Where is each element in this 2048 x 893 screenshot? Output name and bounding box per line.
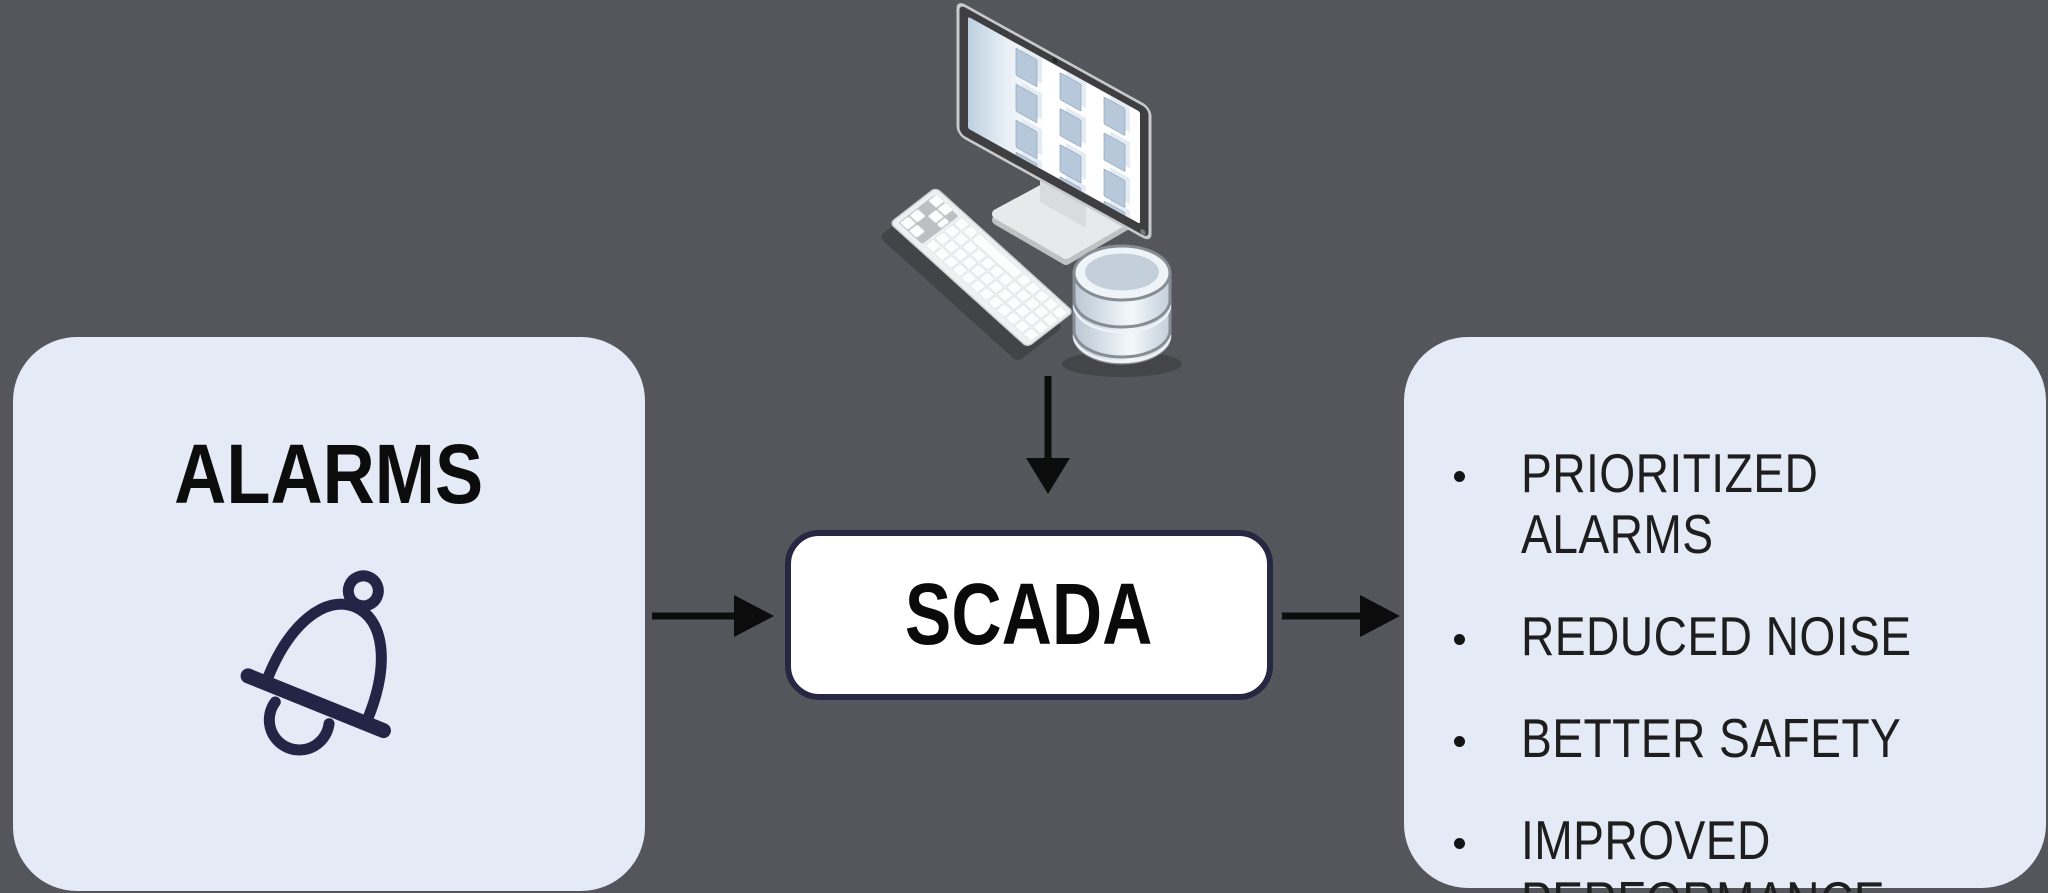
bullet-dot bbox=[1454, 838, 1465, 849]
arrow-right-icon bbox=[652, 595, 774, 637]
arrow-down-icon bbox=[1026, 376, 1070, 494]
benefits-panel: PRIORITIZED ALARMS REDUCED NOISE BETTER … bbox=[1404, 337, 2046, 893]
list-item: IMPROVED PERFORMANCE bbox=[1454, 810, 2046, 893]
benefits-list: PRIORITIZED ALARMS REDUCED NOISE BETTER … bbox=[1454, 443, 2046, 893]
bullet-dot bbox=[1454, 736, 1465, 747]
monitor-stand bbox=[992, 160, 1133, 265]
list-item-label: BETTER SAFETY bbox=[1521, 707, 1902, 769]
camera-dot bbox=[1052, 57, 1058, 64]
scada-node: SCADA bbox=[785, 530, 1273, 700]
alarms-panel: ALARMS bbox=[13, 337, 645, 891]
list-item-label: IMPROVED PERFORMANCE bbox=[1521, 809, 1885, 893]
scada-node-label: SCADA bbox=[905, 566, 1153, 663]
workstation-illustration bbox=[881, 3, 1182, 377]
list-item: BETTER SAFETY bbox=[1454, 708, 2046, 769]
keyboard-icon bbox=[881, 188, 1072, 360]
bullet-dot bbox=[1454, 634, 1465, 645]
bullet-dot bbox=[1454, 471, 1465, 482]
database-icon bbox=[1062, 244, 1182, 377]
alarms-panel-title: ALARMS bbox=[174, 427, 484, 521]
list-item-label: PRIORITIZED ALARMS bbox=[1521, 442, 1819, 565]
list-item: PRIORITIZED ALARMS bbox=[1454, 443, 2046, 565]
power-dot bbox=[1140, 229, 1146, 236]
list-item: REDUCED NOISE bbox=[1454, 606, 2046, 667]
bell-icon bbox=[240, 570, 391, 756]
arrow-right-icon bbox=[1282, 595, 1400, 637]
list-item-label: REDUCED NOISE bbox=[1521, 605, 1912, 667]
